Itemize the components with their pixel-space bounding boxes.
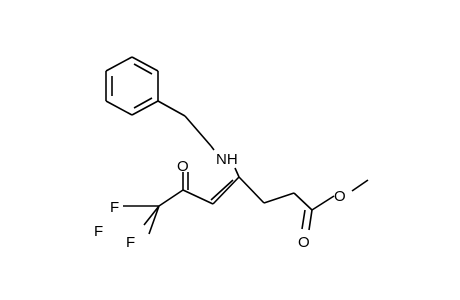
bond xyxy=(131,100,159,116)
bond xyxy=(263,192,295,204)
bond xyxy=(148,205,160,235)
bond xyxy=(210,145,215,151)
bond xyxy=(105,56,133,72)
double-bond-line xyxy=(133,63,153,75)
nh-label: NH xyxy=(216,151,238,168)
fluorine-label: F xyxy=(126,234,135,251)
fluorine-label: F xyxy=(94,223,103,240)
bond xyxy=(184,115,212,147)
bond xyxy=(143,205,160,226)
bond xyxy=(131,56,159,72)
double-bond-line xyxy=(301,209,306,230)
ester-ether-oxygen-label: O xyxy=(334,188,346,205)
bond xyxy=(158,189,184,207)
fluorine-label: F xyxy=(110,199,119,216)
bond xyxy=(293,192,313,211)
bond xyxy=(308,209,313,231)
ester-carbonyl-oxygen-label: O xyxy=(298,234,310,251)
double-bond-line xyxy=(133,97,153,109)
bond xyxy=(105,100,133,116)
double-bond-line xyxy=(210,179,234,201)
bond xyxy=(234,167,240,178)
bond xyxy=(238,176,265,204)
bond xyxy=(182,189,214,205)
ketone-oxygen-label: O xyxy=(177,158,189,175)
phenyl-ring xyxy=(105,56,159,116)
bond xyxy=(311,195,335,211)
bond xyxy=(157,100,186,117)
bond xyxy=(212,176,240,205)
bond xyxy=(351,179,369,192)
